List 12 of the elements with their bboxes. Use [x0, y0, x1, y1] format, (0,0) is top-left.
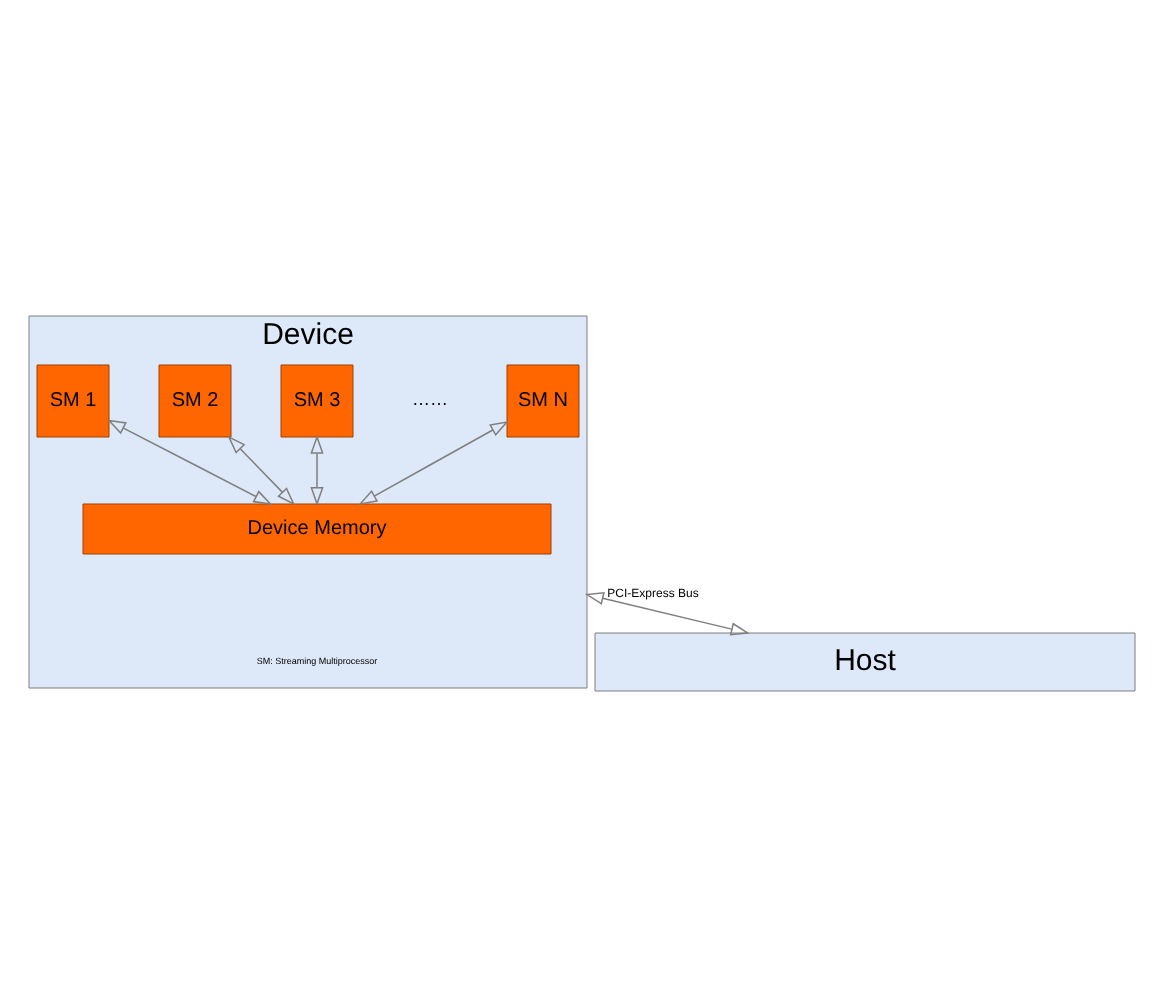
node-box: SM 2 [158, 364, 232, 438]
node-box: SM 3 [280, 364, 354, 438]
node-box: SM N [506, 364, 580, 438]
arrow [227, 435, 296, 506]
arrow [310, 434, 324, 507]
node-box: Device Memory [82, 503, 552, 555]
arrow [358, 421, 509, 505]
node-box: Host [594, 632, 1136, 692]
arrow [584, 591, 750, 636]
label: …… [412, 389, 448, 410]
node-box: SM 1 [36, 364, 110, 438]
arrow [107, 419, 273, 505]
